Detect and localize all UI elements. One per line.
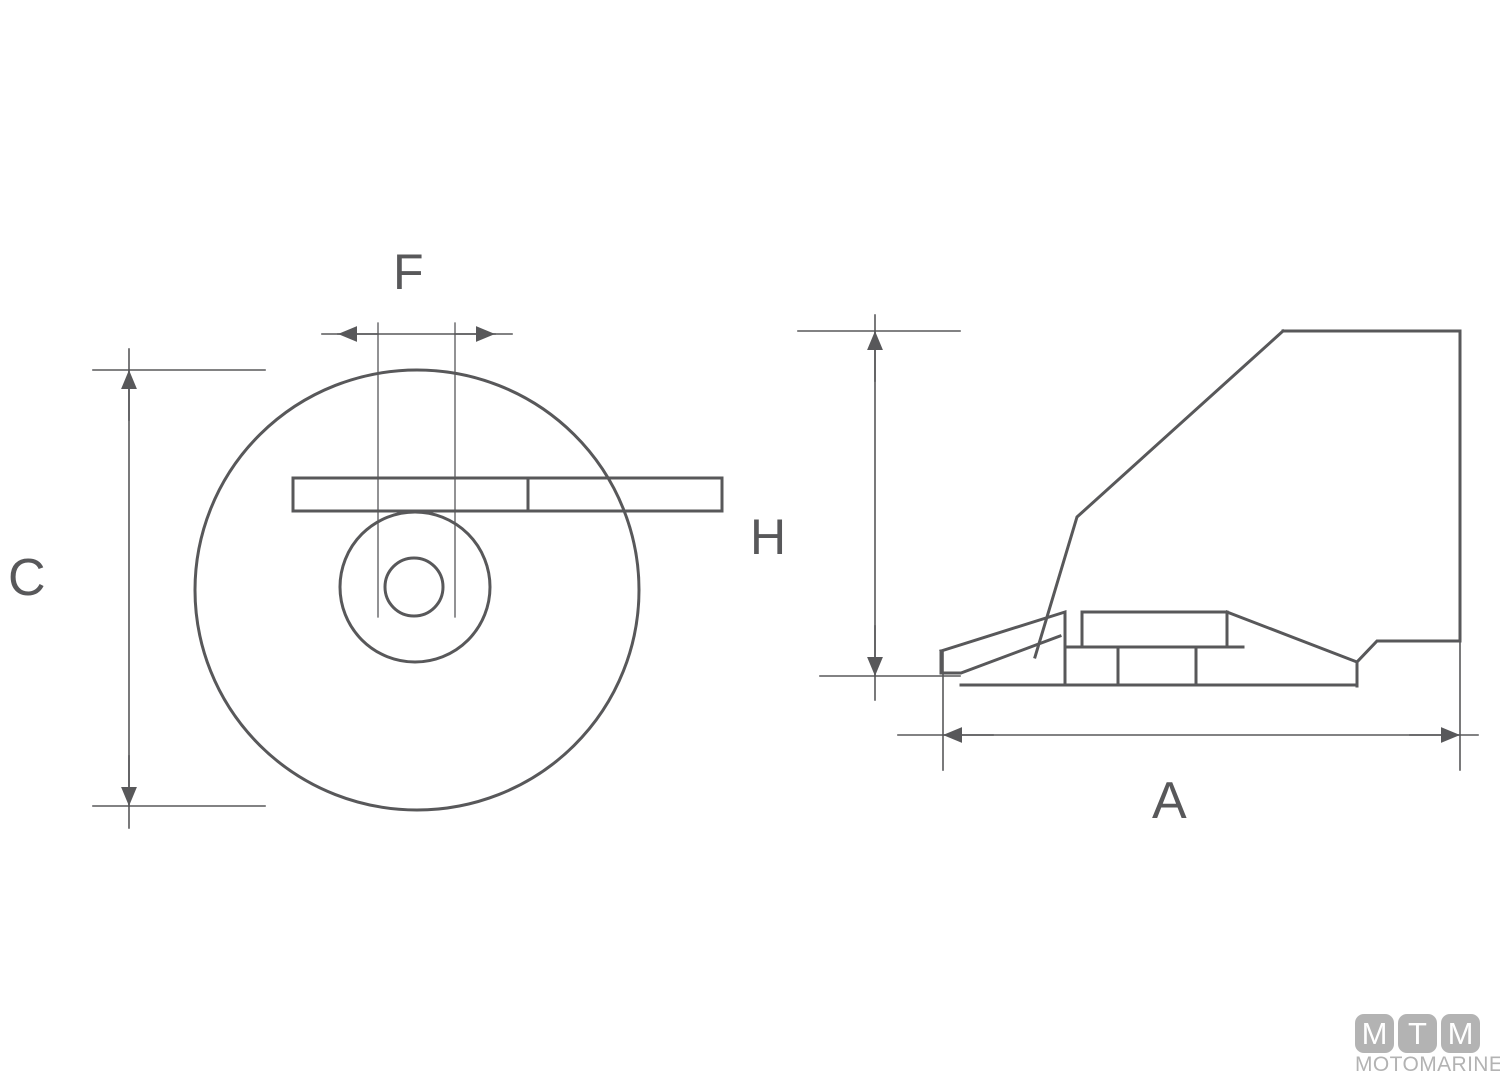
dimension-label-F: F xyxy=(393,244,424,300)
front-view-center-lines xyxy=(377,322,456,618)
watermark-tile-m1: M xyxy=(1355,1014,1394,1053)
side-view-left-lip xyxy=(939,634,1062,675)
dimension-label-A: A xyxy=(1152,772,1187,830)
side-view-base-body xyxy=(939,609,1359,688)
mounting-bar xyxy=(291,476,724,513)
dimension-label-C: C xyxy=(8,549,46,607)
watermark-tile-t: T xyxy=(1398,1014,1437,1053)
hub-circle xyxy=(338,510,492,664)
side-view-top-outline xyxy=(1281,329,1462,643)
watermark-tiles: M T M xyxy=(1355,1014,1490,1053)
front-view-geometry xyxy=(193,368,724,812)
outer-disc-circle xyxy=(193,368,641,812)
side-view-right-step xyxy=(1354,639,1462,665)
watermark-tile-m2: M xyxy=(1441,1014,1480,1053)
watermark-brand-text: MOTOMARINE xyxy=(1355,1053,1500,1076)
side-view-right-ramp xyxy=(1225,610,1359,688)
side-view-geometry xyxy=(1033,328,1462,665)
dimension-H xyxy=(797,314,961,701)
side-view-base-upper-ramp xyxy=(939,609,1067,653)
dimension-label-H: H xyxy=(750,509,787,565)
dimension-A xyxy=(897,640,1479,771)
side-view-upper-slope xyxy=(1033,328,1286,659)
dimension-C xyxy=(92,348,266,829)
watermark-logo: M T M MOTOMARINE xyxy=(1355,1014,1500,1076)
bore-hole-circle xyxy=(383,556,445,618)
side-view-boss-pad xyxy=(1080,610,1229,649)
